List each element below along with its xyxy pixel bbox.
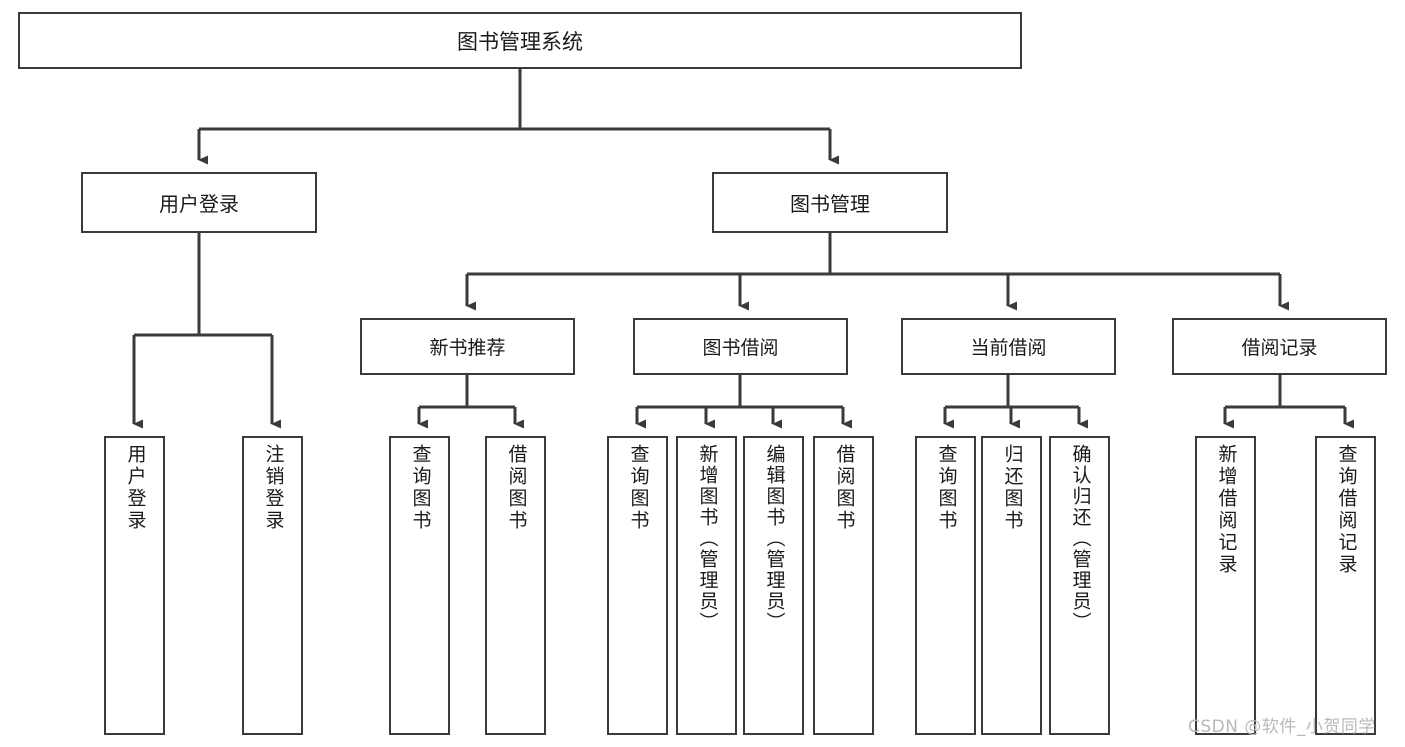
node-label: 新书推荐 (429, 337, 506, 359)
node-label: 用户登录 (124, 444, 147, 532)
node-book-management[interactable]: 图书管理 (712, 172, 948, 233)
node-label: 当前借阅 (970, 337, 1047, 359)
leaf-return-book[interactable]: 归还图书 (981, 436, 1042, 735)
node-label: 查询借阅记录 (1335, 444, 1358, 576)
leaf-user-login[interactable]: 用户登录 (104, 436, 165, 735)
node-label: 新增图书（管理员） (696, 444, 719, 633)
node-label: 用户登录 (159, 192, 239, 216)
node-current-borrowing[interactable]: 当前借阅 (901, 318, 1116, 375)
node-label: 查询图书 (935, 444, 958, 532)
node-label: 归还图书 (1001, 444, 1024, 532)
node-root-book-management-system[interactable]: 图书管理系统 (18, 12, 1022, 69)
csdn-watermark: CSDN @软件_小贺同学 (1188, 717, 1376, 737)
node-label: 查询图书 (627, 444, 650, 532)
leaf-query-book-borrowing[interactable]: 查询图书 (607, 436, 668, 735)
leaf-borrow-book-recommendation[interactable]: 借阅图书 (485, 436, 546, 735)
leaf-query-borrow-record[interactable]: 查询借阅记录 (1315, 436, 1376, 735)
node-label: 编辑图书（管理员） (763, 444, 786, 633)
leaf-logout-login[interactable]: 注销登录 (242, 436, 303, 735)
node-label: 图书管理 (790, 192, 870, 216)
leaf-add-book-admin[interactable]: 新增图书（管理员） (676, 436, 737, 735)
node-label: 图书借阅 (702, 337, 779, 359)
node-label: 借阅记录 (1241, 337, 1318, 359)
node-label: 注销登录 (262, 444, 285, 532)
node-new-book-recommendation[interactable]: 新书推荐 (360, 318, 575, 375)
leaf-borrow-book-borrowing[interactable]: 借阅图书 (813, 436, 874, 735)
leaf-edit-book-admin[interactable]: 编辑图书（管理员） (743, 436, 804, 735)
leaf-confirm-return-admin[interactable]: 确认归还（管理员） (1049, 436, 1110, 735)
node-label: 确认归还（管理员） (1069, 444, 1092, 633)
node-borrow-records[interactable]: 借阅记录 (1172, 318, 1387, 375)
node-label: 借阅图书 (833, 444, 856, 532)
node-user-login[interactable]: 用户登录 (81, 172, 317, 233)
leaf-query-book-recommendation[interactable]: 查询图书 (389, 436, 450, 735)
leaf-query-book-current[interactable]: 查询图书 (915, 436, 976, 735)
node-label: 新增借阅记录 (1215, 444, 1238, 576)
node-label: 借阅图书 (505, 444, 528, 532)
node-label: 图书管理系统 (457, 29, 583, 54)
node-label: 查询图书 (409, 444, 432, 532)
node-book-borrowing[interactable]: 图书借阅 (633, 318, 848, 375)
leaf-add-borrow-record[interactable]: 新增借阅记录 (1195, 436, 1256, 735)
